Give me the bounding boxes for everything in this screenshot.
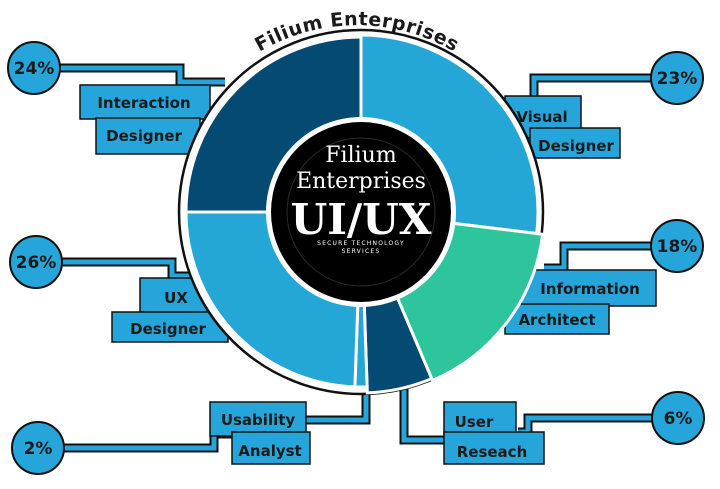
center-disc — [271, 122, 451, 302]
percent-badge — [650, 219, 704, 273]
percent-label: 18% — [657, 237, 698, 257]
percent-label: 2% — [24, 439, 53, 459]
slice-connector — [401, 378, 446, 443]
percent-badge — [650, 51, 704, 105]
role-label-line2: Designer — [106, 127, 182, 145]
center-main-title: UI/UX — [291, 195, 432, 244]
callout-connector — [544, 243, 677, 271]
percent-label: 23% — [657, 69, 698, 89]
percent-badge — [9, 235, 63, 289]
role-label-line2: Designer — [130, 320, 206, 338]
center-logo: Filium Enterprises UI/UX SECURE TECHNOLO… — [291, 143, 432, 255]
donut-slices — [184, 33, 545, 395]
label-box-2 — [529, 127, 621, 159]
donut-chart: Filium Enterprises UI/UX SECURE TECHNOLO… — [177, 28, 545, 396]
label-box-2 — [231, 431, 311, 465]
percent-badge — [11, 421, 65, 475]
label-box-1 — [519, 269, 657, 307]
role-label-line2: Architect — [518, 311, 595, 329]
role-label-line2: Reseach — [457, 443, 528, 461]
center-company-line1: Filium — [325, 143, 397, 168]
center-tagline-line1: SECURE TECHNOLOGY — [317, 240, 405, 247]
center-tagline-line2: SERVICES — [342, 248, 381, 255]
role-label-line1: UX — [164, 289, 188, 307]
callout-connector — [34, 65, 225, 85]
role-label-line1: Information — [540, 280, 640, 298]
role-label-line1: User — [455, 413, 494, 431]
slice-connector — [306, 384, 369, 423]
role-label-line1: Interaction — [97, 94, 190, 112]
label-box-1 — [209, 401, 307, 437]
role-label-line2: Analyst — [238, 442, 301, 460]
label-box-2 — [443, 431, 545, 465]
center-company-line2: Enterprises — [296, 169, 426, 194]
percent-label: 6% — [664, 409, 693, 429]
callout-connector — [531, 75, 677, 96]
role-label-line2: Designer — [538, 137, 614, 155]
label-box-2 — [111, 311, 229, 343]
role-label-line1: Usability — [221, 411, 296, 429]
percent-badge — [7, 41, 61, 95]
percent-label: 26% — [16, 253, 57, 273]
percent-label: 24% — [14, 59, 55, 79]
callout-connector — [38, 431, 232, 451]
role-label-line1: Visual — [516, 108, 567, 126]
label-box-1 — [79, 84, 211, 120]
percent-badge — [651, 391, 705, 445]
center-disc-inner-ring — [286, 137, 436, 287]
